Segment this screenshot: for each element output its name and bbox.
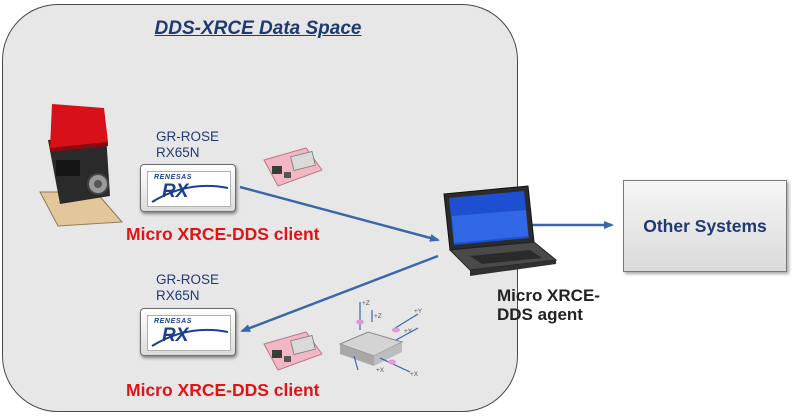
imu-sensor-diagram: +Z +Z +Y +Y +X +X [338, 300, 423, 378]
arrow-agent-to-client2 [240, 254, 439, 333]
client-1-board-label: GR-ROSE RX65N [156, 129, 219, 161]
rx-logo: RX [162, 181, 189, 202]
data-space-title: DDS-XRCE Data Space [154, 18, 362, 39]
agent-label: Micro XRCE- DDS agent [497, 286, 600, 324]
gr-rose-board-2-image [263, 331, 323, 371]
axis-label-z2: +Z [374, 313, 382, 320]
agent-label-line2: DDS agent [497, 305, 583, 324]
client-2-board-mcu: RX65N [156, 288, 200, 303]
agent-label-line1: Micro XRCE- [497, 286, 600, 305]
axis-label-x2: +X [410, 371, 419, 378]
client-1-board-name: GR-ROSE [156, 129, 220, 144]
renesas-swoosh-icon [151, 184, 229, 203]
client-1-board-mcu: RX65N [156, 145, 200, 160]
axis-label-y2: +Y [404, 328, 413, 335]
client-1-rx-chip: RENESAS RX [140, 164, 236, 212]
renesas-logo: RENESAS [154, 174, 193, 181]
renesas-logo: RENESAS [154, 318, 193, 325]
client-2-rx-chip: RENESAS RX [140, 308, 236, 356]
rx-logo: RX [162, 325, 189, 346]
axis-label-y1: +Y [414, 308, 423, 315]
robot-arm-image [39, 104, 124, 227]
client-1-label: Micro XRCE-DDS client [126, 224, 320, 244]
client-2-board-name: GR-ROSE [156, 272, 220, 287]
laptop-icon [443, 185, 558, 276]
client-2-label: Micro XRCE-DDS client [126, 380, 320, 400]
other-systems-label: Other Systems [643, 215, 767, 236]
client-2-board-label: GR-ROSE RX65N [156, 272, 219, 304]
other-systems-box: Other Systems [623, 180, 787, 272]
axis-label-z1: +Z [362, 300, 370, 307]
renesas-swoosh-icon [151, 328, 229, 347]
gr-rose-board-1-image [263, 147, 323, 187]
arrow-client1-to-agent [239, 185, 440, 242]
axis-label-x1: +X [376, 367, 385, 374]
